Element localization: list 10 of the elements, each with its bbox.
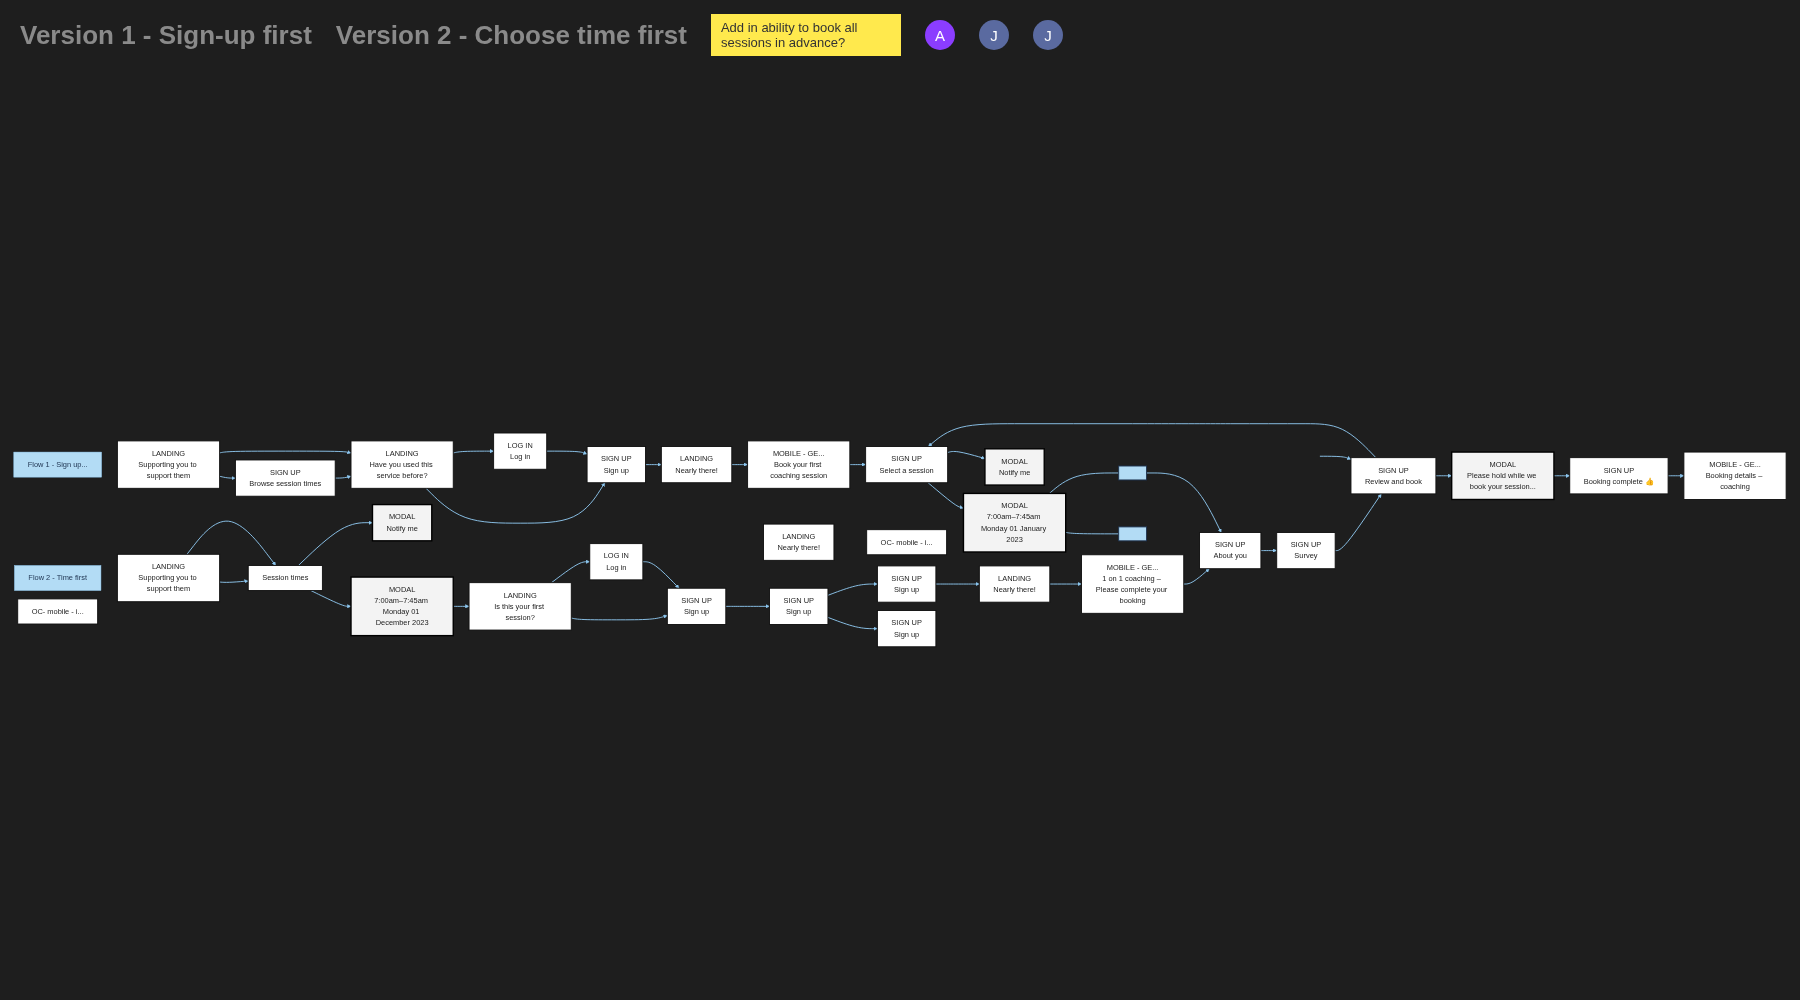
node-box — [1118, 526, 1148, 542]
section-heading: Version 1 - Sign-up first — [20, 19, 312, 51]
connector — [1065, 531, 1120, 535]
connector — [1048, 472, 1120, 494]
user-avatar: J — [1032, 20, 1063, 50]
section-heading: Version 2 - Choose time first — [335, 19, 687, 51]
user-avatar: J — [978, 20, 1009, 50]
user-avatar: A — [924, 20, 955, 50]
node-box — [1118, 465, 1148, 481]
sticky-note: Add in ability to book all sessions in advance? — [710, 14, 901, 56]
